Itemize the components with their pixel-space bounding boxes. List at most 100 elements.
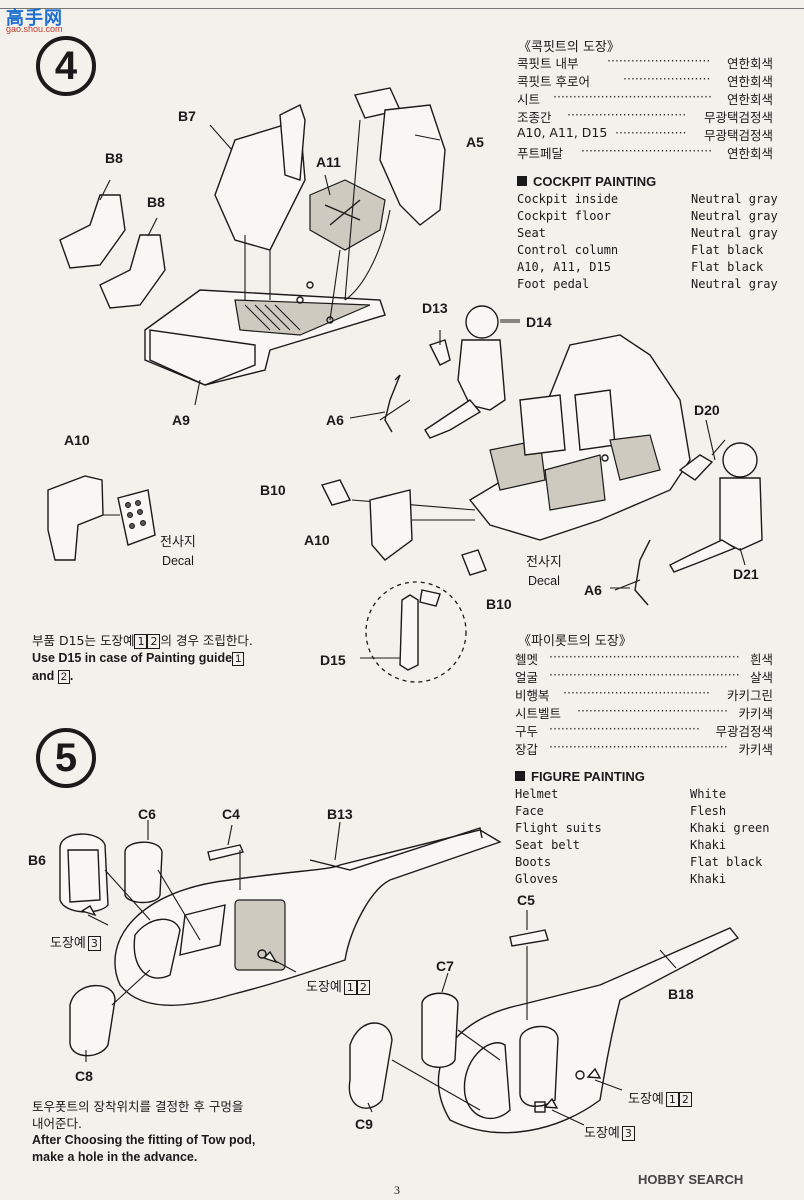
panel-a10-exploded [47, 475, 104, 561]
step-4-badge: 4 [36, 36, 96, 96]
pilot-ko-row: 구두 ·····································… [515, 721, 773, 739]
part-label-a6: A6 [326, 412, 344, 428]
cockpit-painting-ko-title: 《콕핏트의 도장》 [518, 40, 620, 55]
d15-detail-circle [365, 581, 467, 683]
window-c9 [348, 1022, 393, 1109]
watermark-logo: 高手网 [6, 8, 63, 28]
step-5-badge: 5 [36, 728, 96, 788]
cockpit-ko-row: 푸트페달 ···································… [517, 143, 773, 161]
paint-guide-box-2: 2 [356, 980, 370, 995]
pilot-ko-row: 헬멧 ·····································… [515, 649, 773, 667]
tub-lower-box [149, 329, 256, 386]
paint-guide-box-1: 1 [232, 652, 245, 666]
cockpit-side-a5 [379, 104, 446, 226]
cockpit-ko-row: 콕핏트 후로어 ······························ 연… [517, 71, 773, 89]
seat-b8-lower [99, 234, 166, 309]
control-column-right [634, 539, 651, 606]
part-label-d14: D14 [526, 314, 552, 330]
paint-guide-box-1: 1 [665, 1092, 679, 1107]
part-label-d13: D13 [422, 300, 448, 316]
part-label-c9: C9 [355, 1116, 373, 1132]
pedal-b10-lower [461, 549, 487, 576]
part-label-b6: B6 [28, 852, 46, 868]
pilot-ko-row: 얼굴 ·····································… [515, 667, 773, 685]
window-opening-right [463, 1042, 511, 1120]
part-label-b13: B13 [327, 806, 353, 822]
part-label-a10: A10 [304, 532, 330, 548]
top-rule [0, 8, 804, 9]
tow-pod-note: 토우폿트의 장착위치를 결정한 후 구멍을 내어준다. After Choosi… [32, 1099, 256, 1164]
pilot-d21-helmet [722, 442, 758, 478]
part-label-d20: D20 [694, 402, 720, 418]
cockpit-ko-row: 조종간 ····································… [517, 107, 773, 125]
paint-guide-box-3: 3 [87, 936, 101, 951]
part-label-c5: C5 [517, 892, 535, 908]
part-label-b10: B10 [486, 596, 512, 612]
part-label-c4: C4 [222, 806, 240, 822]
hobby-search-watermark: HOBBY SEARCH [638, 1172, 744, 1187]
paint-guide-box-2: 2 [678, 1092, 692, 1107]
window-c8 [69, 984, 116, 1057]
decal-label: 전사지 Decal [160, 535, 196, 568]
part-label-b10: B10 [260, 482, 286, 498]
strip-c5 [509, 929, 549, 947]
pilot-ko-row: 장갑 ·····································… [515, 739, 773, 757]
control-column-left [384, 374, 401, 433]
paint-guide-box-2: 2 [147, 634, 161, 649]
part-label-b8: B8 [147, 194, 165, 210]
pilot-d21-body [719, 477, 763, 551]
pilot-ko-row: 비행복 ····································… [515, 685, 773, 703]
pilot-d14-helmet [465, 305, 499, 339]
part-label-d21: D21 [733, 566, 759, 582]
cockpit-painting-en-title: COCKPIT PAINTING [517, 174, 656, 189]
paint-guide-box-3: 3 [621, 1126, 635, 1141]
paint-guide-box-2: 2 [57, 670, 70, 684]
cockpit-ko-row: 시트 ·····································… [517, 89, 773, 107]
part-d15 [399, 594, 419, 671]
cockpit-ko-row: A10, A11, D15 ··························… [517, 125, 773, 143]
cockpit-ko-row: 콕핏트 내부 ······························ 연한… [517, 53, 773, 71]
paint-guide-box-1: 1 [134, 634, 148, 649]
strip-c4 [207, 844, 244, 861]
part-label-b8: B8 [105, 150, 123, 166]
section-square-icon [517, 176, 527, 186]
part-label-a11: A11 [316, 154, 341, 170]
part-label-c6: C6 [138, 806, 156, 822]
part-label-a9: A9 [172, 412, 190, 428]
d15-note-en-2: and 2. [32, 669, 74, 684]
figure-painting-en-title: FIGURE PAINTING [515, 769, 645, 784]
part-label-d15: D15 [320, 652, 346, 668]
pilot-d14-body [457, 339, 506, 411]
decal-sheet [117, 489, 156, 546]
instrument-panel-a10 [369, 489, 413, 561]
pilot-painting-ko-title: 《파이롯트의 도장》 [518, 634, 632, 649]
page-number: 3 [394, 1183, 400, 1197]
window-opening-left [133, 918, 181, 979]
section-square-icon [515, 771, 525, 781]
part-label-c8: C8 [75, 1068, 93, 1084]
part-label-b18: B18 [668, 986, 694, 1002]
watermark-site: gao.shou.com [6, 24, 63, 34]
paint-guide-box-1: 1 [343, 980, 357, 995]
window-c7 [421, 992, 459, 1068]
pedal-b10-upper [320, 479, 352, 506]
pilot-ko-row: 시트벨트 ···································… [515, 703, 773, 721]
seat-b8-upper [59, 194, 126, 269]
